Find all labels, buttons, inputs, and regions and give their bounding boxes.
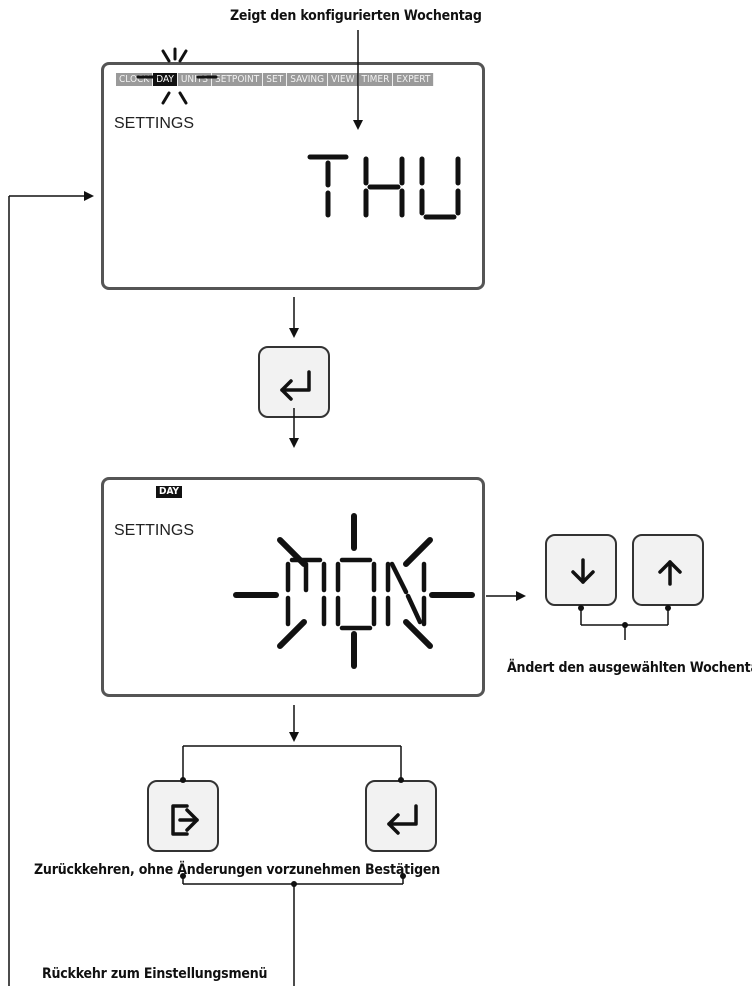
tab-units: UNITS — [178, 73, 213, 86]
lcd-display-edit-day: DAY SETTINGS — [101, 477, 485, 697]
blink-indicator-icon — [136, 47, 218, 105]
enter-key-2[interactable] — [365, 780, 437, 852]
caption-confirm: Bestätigen — [365, 862, 441, 878]
tab-expert: EXPERT — [393, 73, 435, 86]
lcd-display-current-day: CLOCK DAY UNITS SETPOINT SET SAVING VIEW… — [101, 47, 485, 290]
enter-key-icon — [387, 804, 418, 835]
down-arrow-icon — [571, 558, 595, 584]
caption-return-without-changes: Zurückkehren, ohne Änderungen vorzunehme… — [34, 862, 361, 878]
blinking-segment-value-mon — [233, 513, 475, 669]
tab-setpoint: SETPOINT — [212, 73, 264, 86]
caption-return-to-menu: Rückkehr zum Einstellungsmenü — [42, 966, 268, 982]
mode-label: SETTINGS — [114, 522, 195, 539]
mode-label: SETTINGS — [114, 115, 195, 132]
tab-day: DAY — [153, 73, 178, 86]
day-badge: DAY — [156, 486, 182, 498]
down-key[interactable] — [545, 534, 617, 606]
caption-change-day: Ändert den ausgewählten Wochentag — [507, 660, 752, 676]
caption-configured-day: Zeigt den konfigurierten Wochentag — [230, 8, 482, 24]
menu-tab-strip: CLOCK DAY UNITS SETPOINT SET SAVING VIEW… — [116, 73, 435, 86]
tab-saving: SAVING — [287, 73, 329, 86]
tab-clock: CLOCK — [116, 73, 154, 86]
tab-timer: TIMER — [359, 73, 394, 86]
segment-value-thu — [307, 154, 461, 220]
up-arrow-icon — [658, 560, 682, 586]
tab-set: SET — [263, 73, 288, 86]
exit-icon — [171, 804, 199, 836]
enter-key-icon — [280, 370, 311, 401]
